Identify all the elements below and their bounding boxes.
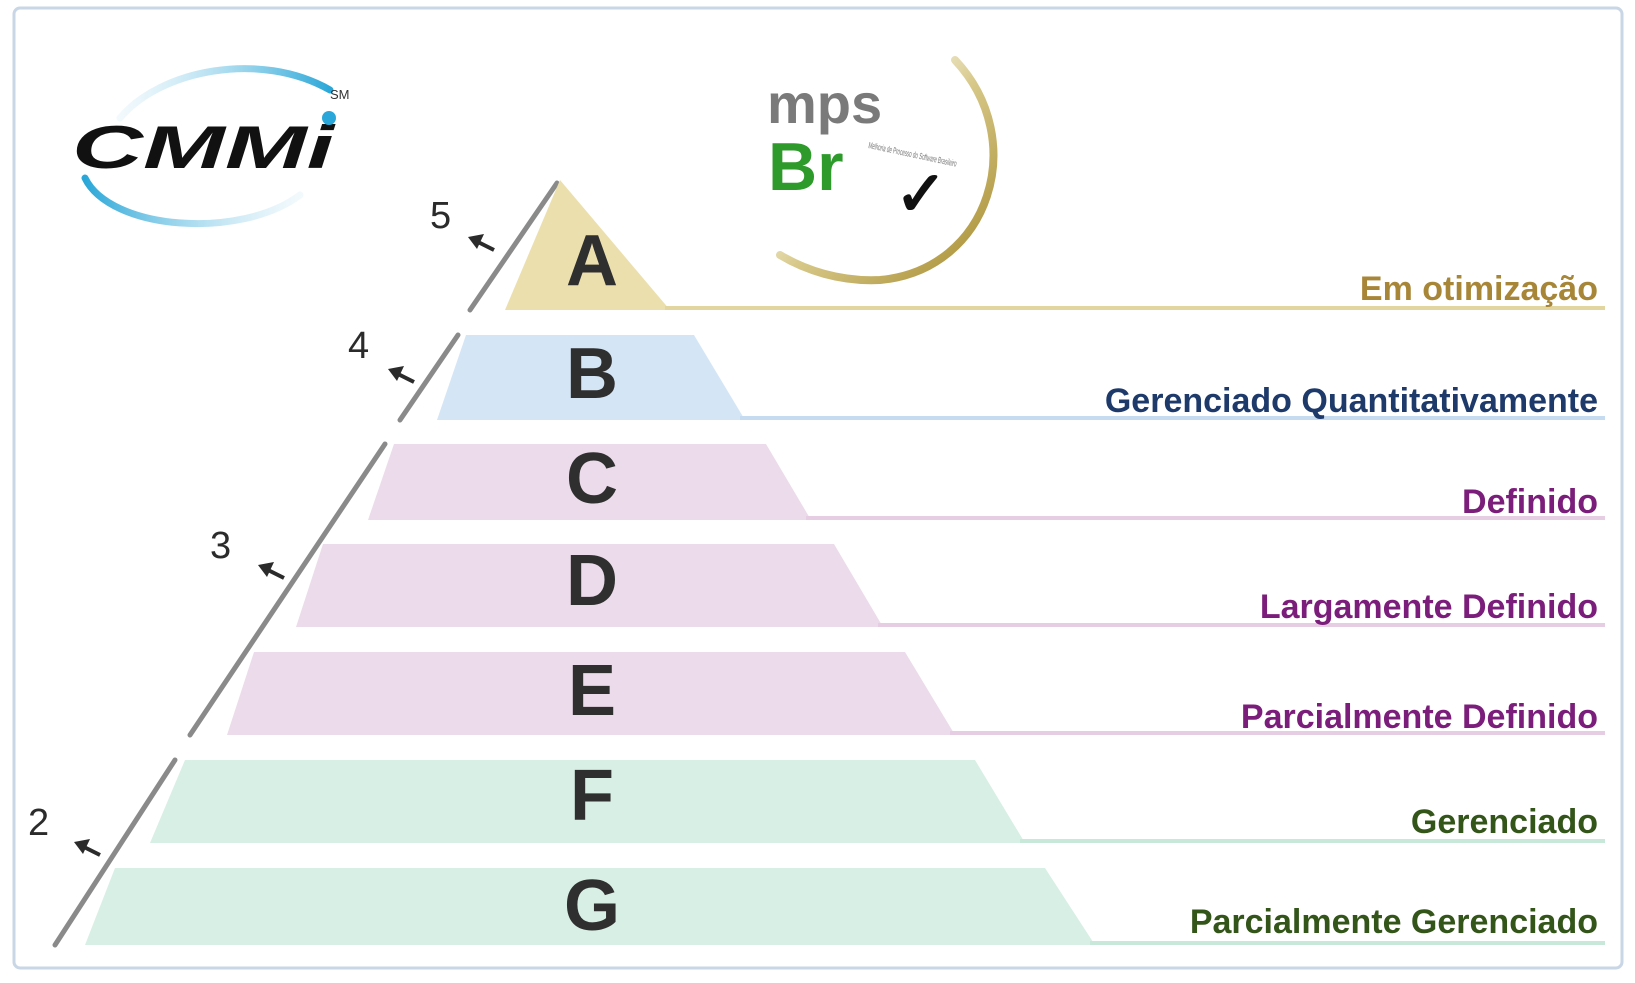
level-band <box>296 544 883 627</box>
cmmi-level-number: 2 <box>28 802 49 844</box>
mpsbr-gold-arc <box>776 56 998 285</box>
level-name: Largamente Definido <box>1260 588 1598 626</box>
level-b: B Gerenciado Quantitativamente <box>437 334 1605 420</box>
level-letter: D <box>566 541 618 621</box>
level-letter: E <box>568 651 616 731</box>
level-band <box>505 180 670 310</box>
level-underline <box>878 623 1605 627</box>
arrow-up-left-icon <box>468 234 495 252</box>
cmmi-level-numbers: 5 4 3 2 <box>28 195 495 857</box>
diagonal-segment <box>467 180 560 313</box>
level-name: Parcialmente Gerenciado <box>1190 903 1598 941</box>
level-name: Definido <box>1462 483 1598 521</box>
cmmi-diagonal-scale <box>52 180 560 948</box>
cmmi-logo: CMMi SM <box>72 65 350 228</box>
cmmi-level-2: 2 <box>28 802 101 857</box>
level-name: Gerenciado <box>1411 803 1598 841</box>
level-underline <box>1020 839 1605 843</box>
arrow-up-left-icon <box>388 366 415 384</box>
level-name: Em otimização <box>1360 270 1598 308</box>
cmmi-level-number: 5 <box>430 195 451 237</box>
cmmi-level-4: 4 <box>348 325 415 384</box>
level-e: E Parcialmente Definido <box>227 651 1605 736</box>
cmmi-swoosh-top <box>116 65 334 122</box>
cmmi-dot-icon <box>322 111 336 125</box>
level-name: Gerenciado Quantitativamente <box>1105 382 1598 420</box>
level-band <box>227 652 955 735</box>
level-band <box>437 335 745 420</box>
level-c: C Definido <box>368 439 1605 521</box>
level-band <box>368 444 811 520</box>
mpsbr-check-icon: ✓ <box>895 160 947 229</box>
level-underline <box>1090 941 1605 945</box>
level-g: G Parcialmente Gerenciado <box>85 866 1605 946</box>
level-name: Parcialmente Definido <box>1241 698 1598 736</box>
level-band <box>150 760 1025 843</box>
cmmi-level-3: 3 <box>210 525 285 580</box>
cmmi-level-number: 4 <box>348 325 369 367</box>
level-letter: B <box>566 334 618 414</box>
cmmi-level-5: 5 <box>430 195 495 252</box>
diagonal-segment <box>397 332 461 423</box>
mpsbr-br-text: Br <box>768 129 844 205</box>
level-band <box>85 868 1095 945</box>
level-a: A Em otimização <box>505 180 1605 310</box>
arrow-up-left-icon <box>258 562 285 580</box>
level-letter: G <box>564 866 620 946</box>
arrow-up-left-icon <box>74 839 101 857</box>
level-underline <box>665 306 1605 310</box>
level-letter: F <box>570 756 614 836</box>
mpsbr-logo: mps Br Melhoria de Processo do Software … <box>767 56 998 285</box>
cmmi-service-mark: SM <box>330 87 350 102</box>
diagonal-segment <box>52 757 178 948</box>
level-d: D Largamente Definido <box>296 541 1605 627</box>
cmmi-swoosh-bottom <box>81 174 304 228</box>
level-letter: C <box>566 439 618 519</box>
level-underline <box>740 416 1605 420</box>
mpsbr-mps-text: mps <box>767 72 882 135</box>
cmmi-logo-text: CMMi <box>72 114 336 181</box>
level-letter: A <box>566 221 618 301</box>
level-underline <box>806 516 1605 520</box>
level-f: F Gerenciado <box>150 756 1605 843</box>
cmmi-level-number: 3 <box>210 525 231 567</box>
level-underline <box>950 731 1605 735</box>
diagonal-segment <box>187 441 388 738</box>
